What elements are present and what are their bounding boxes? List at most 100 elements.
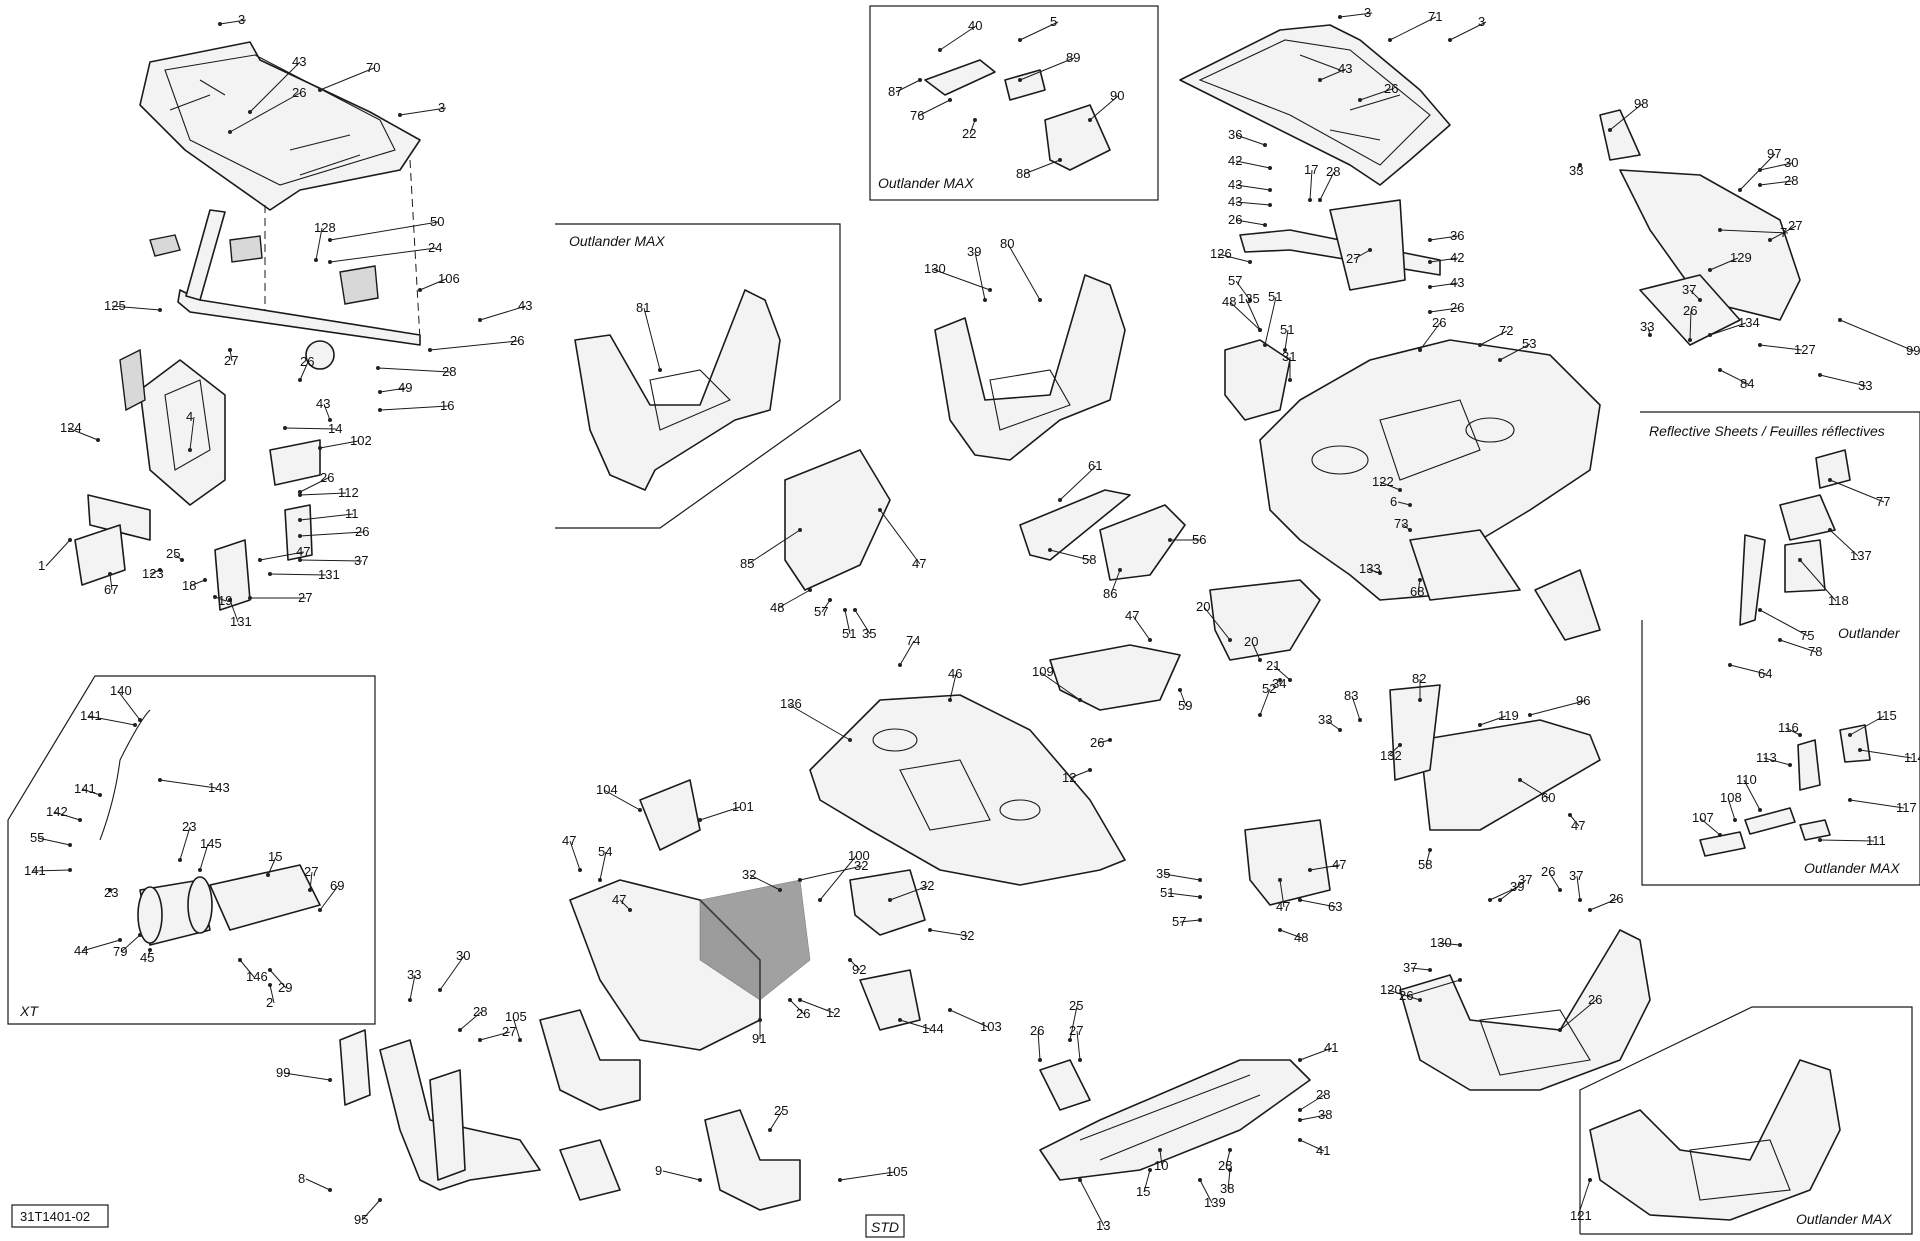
callout-number: 110: [1736, 772, 1757, 787]
callout-leader: [1179, 919, 1201, 923]
fastener-dot: [1278, 928, 1282, 932]
callout-leader: [1429, 257, 1459, 263]
fastener-dot: [888, 898, 892, 902]
callout-number: 96: [1576, 693, 1590, 708]
callout-leader: [819, 855, 857, 901]
callout-leader: [459, 1011, 482, 1031]
callout-leader: [1529, 700, 1585, 716]
callout-leader: [569, 840, 581, 871]
callout-number: 43: [292, 54, 306, 69]
fastener-dot: [68, 843, 72, 847]
callout-leader: [299, 477, 329, 493]
callout-number: 119: [1498, 708, 1519, 723]
fastener-dot: [1858, 748, 1862, 752]
callout-leader: [749, 874, 781, 891]
callout-number: 69: [330, 878, 344, 893]
callout-number: 133: [1359, 561, 1381, 576]
callout-leader: [120, 934, 141, 953]
callout-number: 14: [328, 421, 342, 436]
fastener-dot: [203, 578, 207, 582]
fastener-dot: [298, 490, 302, 494]
fastener-dot: [1848, 798, 1852, 802]
inset-label-max-top: Outlander MAX: [878, 175, 974, 191]
fastener-dot: [1428, 260, 1432, 264]
callout-leader: [619, 899, 631, 911]
fastener-dot: [1428, 285, 1432, 289]
callout-leader: [512, 1016, 521, 1041]
callout-number: 131: [230, 614, 252, 629]
mudguard-60: [1419, 719, 1601, 831]
callout-number: 76: [910, 108, 924, 123]
callout-leader: [1179, 689, 1187, 707]
callout-leader: [37, 837, 71, 846]
callout-number: 26: [1432, 315, 1446, 330]
fastener-dot: [878, 508, 882, 512]
callout-leader: [299, 361, 309, 381]
callout-leader: [1689, 289, 1701, 301]
callout-number: 141: [80, 708, 102, 723]
fastener-dot: [248, 596, 252, 600]
fastener-dot: [268, 968, 272, 972]
fastener-dot: [133, 723, 137, 727]
fastener-dot: [1408, 503, 1412, 507]
step-61: [1019, 489, 1131, 561]
callout-leader: [1699, 817, 1721, 836]
callout-number: 39: [967, 244, 981, 259]
callout-number: 4: [186, 409, 193, 424]
callout-number: 38: [1220, 1181, 1234, 1196]
callout-number: 21: [1266, 658, 1280, 673]
fastener-dot: [828, 598, 832, 602]
light-98: [1599, 109, 1641, 161]
callout-leader: [1110, 569, 1121, 595]
callout-number: 11: [345, 506, 359, 521]
callout-leader: [189, 579, 206, 587]
callout-number: 26: [796, 1006, 810, 1021]
callout-leader: [917, 99, 951, 117]
callout-number: 104: [596, 782, 618, 797]
fastener-dot: [1388, 38, 1392, 42]
callout-leader: [1199, 1179, 1213, 1204]
fastener-dot: [398, 113, 402, 117]
callout-leader: [479, 305, 527, 321]
fastener-dot: [1298, 1118, 1302, 1122]
rear-rh-panel: [1619, 169, 1801, 321]
callout-number: 54: [598, 844, 612, 859]
callout-leader: [1259, 688, 1271, 716]
callout-leader: [1059, 465, 1097, 501]
fastener-dot: [238, 958, 242, 962]
callout-leader: [1079, 1179, 1105, 1227]
callout-number: 30: [456, 948, 470, 963]
callout-leader: [329, 247, 437, 263]
fastener-dot: [328, 238, 332, 242]
callout-leader: [939, 25, 977, 51]
callout-leader: [117, 690, 141, 721]
callout-number: 107: [1692, 810, 1714, 825]
fastener-dot: [1428, 848, 1432, 852]
guard-105: [539, 1009, 641, 1111]
callout-leader: [1037, 1030, 1041, 1061]
callout-leader: [361, 1199, 381, 1221]
callout-leader: [1449, 21, 1487, 41]
callout-leader: [1339, 12, 1373, 18]
fastener-dot: [1758, 608, 1762, 612]
fastener-dot: [758, 1018, 762, 1022]
fastener-dot: [1378, 571, 1382, 575]
fastener-dot: [1718, 833, 1722, 837]
fastener-dot: [1728, 663, 1732, 667]
fastener-dot: [1228, 638, 1232, 642]
callout-leader: [839, 1171, 895, 1181]
fastener-dot: [1148, 1168, 1152, 1172]
callout-leader: [662, 1170, 701, 1181]
fastener-dot: [1428, 968, 1432, 972]
storage-31: [1224, 339, 1291, 421]
panel-134: [1639, 274, 1741, 346]
fastener-dot: [188, 448, 192, 452]
callout-number: 47: [1125, 608, 1139, 623]
callout-number: 99: [276, 1065, 290, 1080]
fastener-dot: [1718, 228, 1722, 232]
callout-leader: [1235, 184, 1271, 191]
fastener-dot: [898, 663, 902, 667]
callout-number: 35: [1156, 866, 1170, 881]
callout-number: 114: [1904, 750, 1920, 765]
fastener-dot: [658, 368, 662, 372]
